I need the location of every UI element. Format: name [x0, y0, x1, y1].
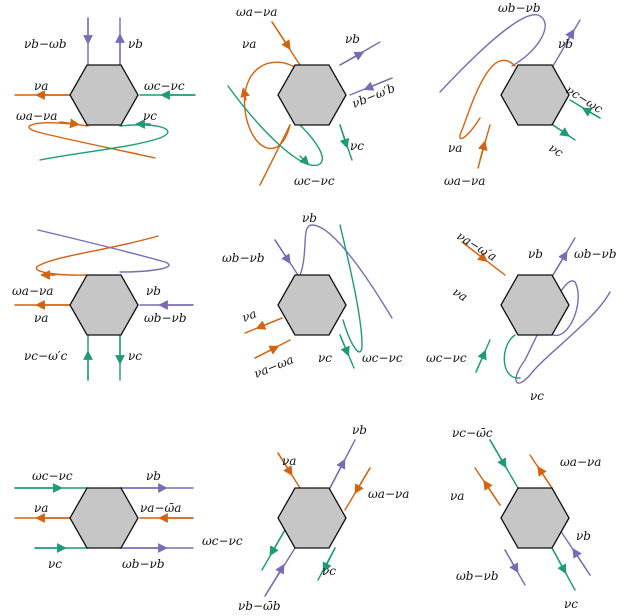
edge-label: νb	[558, 37, 573, 51]
edge-label: ωc−νc	[144, 79, 185, 93]
edge-label: ωa−νa	[236, 5, 277, 19]
edge-label: νc	[546, 141, 566, 160]
edge-label: νa	[34, 311, 48, 325]
edge-label: νc	[48, 557, 62, 571]
edge-label: νa	[448, 141, 462, 155]
hexagon-vertex	[277, 274, 347, 336]
panel-3: ωb−νb νb νc−ωc νa νc ωa−νa	[439, 1, 605, 188]
edge-label: νa	[450, 285, 470, 305]
hexagon-vertex	[500, 64, 570, 126]
edge-label: νc	[564, 597, 578, 611]
hexagon-vertex	[500, 274, 570, 336]
panel-2: ωa−νa νa νb νb−ω′b νc ωc−νc	[227, 5, 397, 188]
edge-label: ωa−νa	[444, 174, 485, 188]
edge-label: νc−ω′c	[24, 349, 68, 363]
panel-7: ωc−νc νb νa νa−ω̄a νc ωb−νb	[14, 469, 194, 571]
edge-label: νa	[282, 454, 296, 468]
hexagon-vertex	[277, 487, 347, 549]
edge-label: νb	[352, 423, 367, 437]
edge-label: ωb−νb	[456, 569, 499, 583]
edge-label: ωa−νa	[16, 109, 57, 123]
edge-label: νc	[143, 109, 157, 123]
edge-label: ωb−νb	[574, 247, 617, 261]
panel-8: νb νa ωa−νa ωc−νc νc νb−ω̄b	[202, 423, 409, 613]
edge-label: νb	[345, 32, 360, 46]
hexagon-vertex	[69, 64, 139, 126]
hexagon-vertex	[500, 487, 570, 549]
edge-label: νc	[350, 139, 364, 153]
edge-label: νc	[128, 349, 142, 363]
hexagon-vertex	[69, 487, 139, 549]
edge-label: ωa−νa	[368, 487, 409, 501]
edge-label: νc−ω̄c	[452, 426, 493, 440]
edge-label: νa	[450, 489, 464, 503]
edge-label: νa−ω′a	[454, 229, 499, 264]
edge-label: ωa−νa	[12, 284, 53, 298]
edge-label: νa	[242, 37, 256, 51]
edge-label: νb	[128, 37, 143, 51]
edge-label: ωc−νc	[362, 351, 403, 365]
edge-label: νc	[318, 351, 332, 365]
edge-label: ωc−νc	[294, 174, 335, 188]
edge-label: νb−ω̄b	[238, 599, 281, 613]
edge-label: νb	[146, 284, 161, 298]
edge-label: ωc−νc	[202, 534, 243, 548]
edge-label: νb	[302, 211, 317, 225]
hexagon-vertex	[69, 274, 139, 336]
edge-label: ωb−νb	[222, 251, 265, 265]
edge-label: νb−ωb	[24, 37, 67, 51]
edge-label: νa	[34, 501, 48, 515]
panel-5: νb ωb−νb νa νa−ωa νc ωc−νc	[222, 211, 403, 381]
edge-label: νb	[146, 469, 161, 483]
panel-6: νa−ω′a νb ωb−νb νa ωc−νc νc	[426, 229, 617, 403]
edge-label: νb	[576, 529, 591, 543]
edge-label: ωa−νa	[560, 455, 601, 469]
edge-label: νb	[528, 247, 543, 261]
edge-label: νa	[34, 79, 48, 93]
panel-4: ωa−νa νb νa ωb−νb νc−ω′c νc	[12, 229, 194, 381]
edge-label: νa	[240, 306, 259, 324]
edge-label: ωb−νb	[498, 1, 541, 15]
hexagon-vertex	[277, 64, 347, 126]
edge-label: νa−ω̄a	[140, 501, 181, 515]
edge-label: νc	[322, 564, 336, 578]
edge-label: ωc−νc	[426, 351, 467, 365]
edge-label: ωb−νb	[122, 557, 165, 571]
panel-1: νb−ωb νb νa ωc−νc ωa−νa νc	[14, 17, 196, 161]
edge-label: νc	[530, 389, 544, 403]
edge-label: ωc−νc	[32, 469, 73, 483]
edge-label: ωb−νb	[144, 311, 187, 325]
panel-9: νc−ω̄c ωa−νa νa νb ωb−νb νc	[450, 426, 601, 611]
